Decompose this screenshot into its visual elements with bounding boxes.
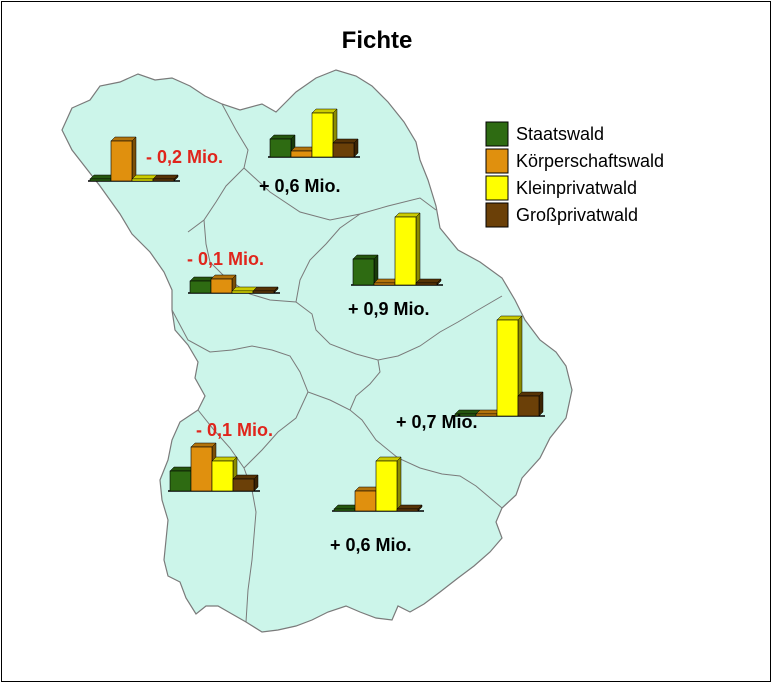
- region-label-s: + 0,6 Mio.: [330, 535, 412, 555]
- legend-label-staatswald: Staatswald: [516, 124, 604, 144]
- bar-chart-nw: [88, 136, 180, 182]
- legend-swatch-koerperschaftswald: [485, 148, 509, 174]
- bar-top-n-3: [332, 138, 359, 144]
- legend-swatch-kleinprivatwald: [485, 175, 509, 201]
- region-label-nw: - 0,2 Mio.: [146, 147, 223, 167]
- region-charts: [88, 108, 545, 512]
- bar-ec-1: [373, 282, 396, 286]
- legend-swatch-staatswald: [485, 121, 509, 147]
- bar-side-nw-1: [131, 136, 137, 182]
- region-label-n: + 0,6 Mio.: [259, 176, 341, 196]
- bar-sw-3: [232, 478, 255, 492]
- region-label-wc: - 0,1 Mio.: [187, 249, 264, 269]
- bar-top-wc-1: [210, 274, 237, 280]
- bar-top-s-2: [375, 456, 402, 462]
- bar-chart-ec: [351, 212, 443, 286]
- bar-sw-0: [169, 470, 192, 492]
- bar-top-nw-1: [110, 136, 137, 142]
- bar-wc-3: [252, 290, 275, 294]
- bar-top-s-3: [396, 504, 423, 510]
- bar-chart-s: [332, 456, 424, 512]
- bar-top-nw-3: [152, 174, 179, 180]
- bar-s-3: [396, 508, 419, 512]
- bar-e-2: [496, 319, 519, 417]
- bar-nw-0: [89, 178, 112, 182]
- bar-chart-e: [453, 315, 545, 417]
- bar-top-ec-0: [352, 254, 379, 260]
- bar-ec-2: [394, 216, 417, 286]
- bar-ec-3: [415, 282, 438, 286]
- bar-ec-0: [352, 258, 375, 286]
- bar-top-sw-1: [190, 442, 217, 448]
- bar-top-e-2: [496, 315, 523, 321]
- region-labels: - 0,2 Mio. + 0,6 Mio. - 0,1 Mio. + 0,9 Mio.…: [146, 147, 478, 555]
- bar-n-1: [290, 150, 313, 158]
- bar-top-n-0: [269, 134, 296, 140]
- legend-label-kleinprivatwald: Kleinprivatwald: [516, 178, 637, 198]
- legend: Staatswald Körperschaftswald Kleinprivat…: [485, 121, 664, 228]
- bar-wc-1: [210, 278, 233, 294]
- bar-s-0: [333, 508, 356, 512]
- legend-swatch-grossprivatwald: [485, 202, 509, 228]
- bar-top-ec-3: [415, 278, 442, 284]
- bar-side-s-2: [396, 456, 402, 512]
- bar-side-ec-2: [415, 212, 421, 286]
- bar-top-sw-2: [211, 456, 238, 462]
- map-title: Fichte: [342, 27, 413, 54]
- bar-s-2: [375, 460, 398, 512]
- legend-label-grossprivatwald: Großprivatwald: [516, 205, 638, 225]
- bar-chart-sw: [168, 442, 260, 492]
- bar-top-n-2: [311, 108, 338, 114]
- bar-e-3: [517, 395, 540, 417]
- bar-top-ec-2: [394, 212, 421, 218]
- bar-nw-2: [131, 178, 154, 182]
- bar-chart-wc: [188, 274, 280, 294]
- bar-n-3: [332, 142, 355, 158]
- bar-wc-0: [189, 280, 212, 294]
- bar-sw-1: [190, 446, 213, 492]
- bar-n-2: [311, 112, 334, 158]
- bar-nw-1: [110, 140, 133, 182]
- region-label-e: + 0,7 Mio.: [396, 412, 478, 432]
- bar-s-1: [354, 490, 377, 512]
- legend-label-koerperschaftswald: Körperschaftswald: [516, 151, 664, 171]
- bar-top-e-3: [517, 391, 544, 397]
- bar-e-1: [475, 413, 498, 417]
- bar-n-0: [269, 138, 292, 158]
- bar-wc-2: [231, 290, 254, 294]
- bar-top-wc-3: [252, 286, 279, 292]
- region-borders: [171, 103, 503, 623]
- region-label-sw: - 0,1 Mio.: [196, 420, 273, 440]
- bar-chart-n: [268, 108, 360, 158]
- bar-nw-3: [152, 178, 175, 182]
- bar-top-sw-3: [232, 474, 259, 480]
- region-label-ec: + 0,9 Mio.: [348, 299, 430, 319]
- bar-sw-2: [211, 460, 234, 492]
